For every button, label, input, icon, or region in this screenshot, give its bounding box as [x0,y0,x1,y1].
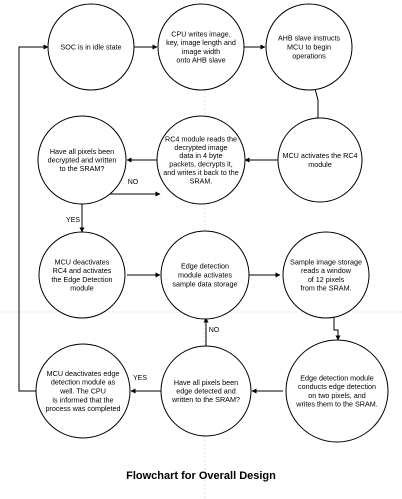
node-decision-decrypted-circle [37,115,127,205]
node-text-line: decrypted image [174,143,227,152]
edge-label-yes-edge: YES [133,375,147,382]
node-text-line: onto AHB slave [176,56,225,65]
node-text-line: RC4 and activates [53,266,112,275]
node-text-line: on two pixels, and [308,391,366,400]
edge-n12-n1-loop [18,44,49,392]
edge-n6-n5-no [110,188,161,197]
node-text-line: detection module as [51,378,116,387]
nodes-group: SOC is in idle state CPU writes image,ke… [35,3,389,443]
node-text-line: sample data storage [172,279,237,288]
node-text-line: of 12 pixels [308,275,345,284]
node-text-line: module [308,160,332,169]
node-mcu-deactivates-edge-circle [35,343,131,439]
node-text-line: process was completed [45,404,120,413]
node-decision-edge-detected-circle [160,345,252,437]
node-edge-detection-activates-circle [160,230,250,320]
node-cpu-writes-circle [157,3,245,91]
node-text-line: reads a window [301,266,352,275]
node-text-line: packets, decrypts it, [169,160,233,169]
node-text-line: Have all pixels been [174,378,238,387]
node-text-line: module [70,283,94,292]
node-text-line: CPU writes image, [171,29,231,38]
node-edge-detect-pixels-circle [285,339,389,443]
node-text-line: Edge detection [181,262,229,271]
node-text-line: MCU deactivates [55,257,110,266]
node-text-line: image width [182,47,220,56]
node-text-line: to the SRAM? [60,164,105,173]
node-text-line: SOC is in idle state [60,43,121,52]
node-text-line: data in 4 byte [179,151,222,160]
node-text-line: and writes it back to the [163,168,239,177]
node-text-line: MCU to begin [287,43,331,52]
node-text-line: conducts edge detection [298,382,376,391]
node-text-line: RC4 module reads the [165,134,237,143]
node-text-line: Have all pixels been [50,147,114,156]
node-idle-state-circle [47,3,135,91]
node-text-line: decrypted and written [48,155,117,164]
edge-n3-n4 [313,84,321,123]
node-text-line: the Edge Detection [51,275,112,284]
edge-label-yes-decrypt: YES [66,217,80,224]
node-text-line: well. The CPU [59,387,106,396]
node-text-line: Edge detection module [300,373,374,382]
node-text-line: edge detected and [176,386,236,395]
node-rc4-decrypt-circle [156,115,246,205]
edge-label-no-decrypt: NO [128,179,139,186]
node-text-line: operations [292,51,326,60]
edges-group [18,44,341,394]
node-ahb-slave-circle [265,3,353,91]
edge-n9-n10 [333,316,341,341]
node-text-line: MCU deactivates edge [47,369,120,378]
node-text-line: SRAM. [190,176,213,185]
node-idle-state-text: SOC is in idle state [60,43,121,52]
node-mcu-deactivates-rc4-circle [38,231,126,319]
diagram-caption: Flowchart for Overall Design [126,470,276,482]
node-text-line: Sample image storage [290,257,362,266]
node-text-line: module activates [178,271,232,280]
node-sample-storage-circle [282,231,370,319]
edge-label-no-edge: NO [209,327,220,334]
node-text-line: written to the SRAM? [171,395,240,404]
node-text-line: MCU activates the RC4 [282,151,357,160]
node-text-line: AHB slave instructs [278,34,341,43]
node-text-line: is informed that the [52,395,113,404]
node-text-line: writes them to the SRAM. [295,400,377,409]
node-idle-state: SOC is in idle state [47,3,135,91]
node-mcu-activates-rc4-circle [277,117,363,203]
node-text-line: from the SRAM. [300,284,351,293]
node-text-line: key, image length and [166,38,236,47]
